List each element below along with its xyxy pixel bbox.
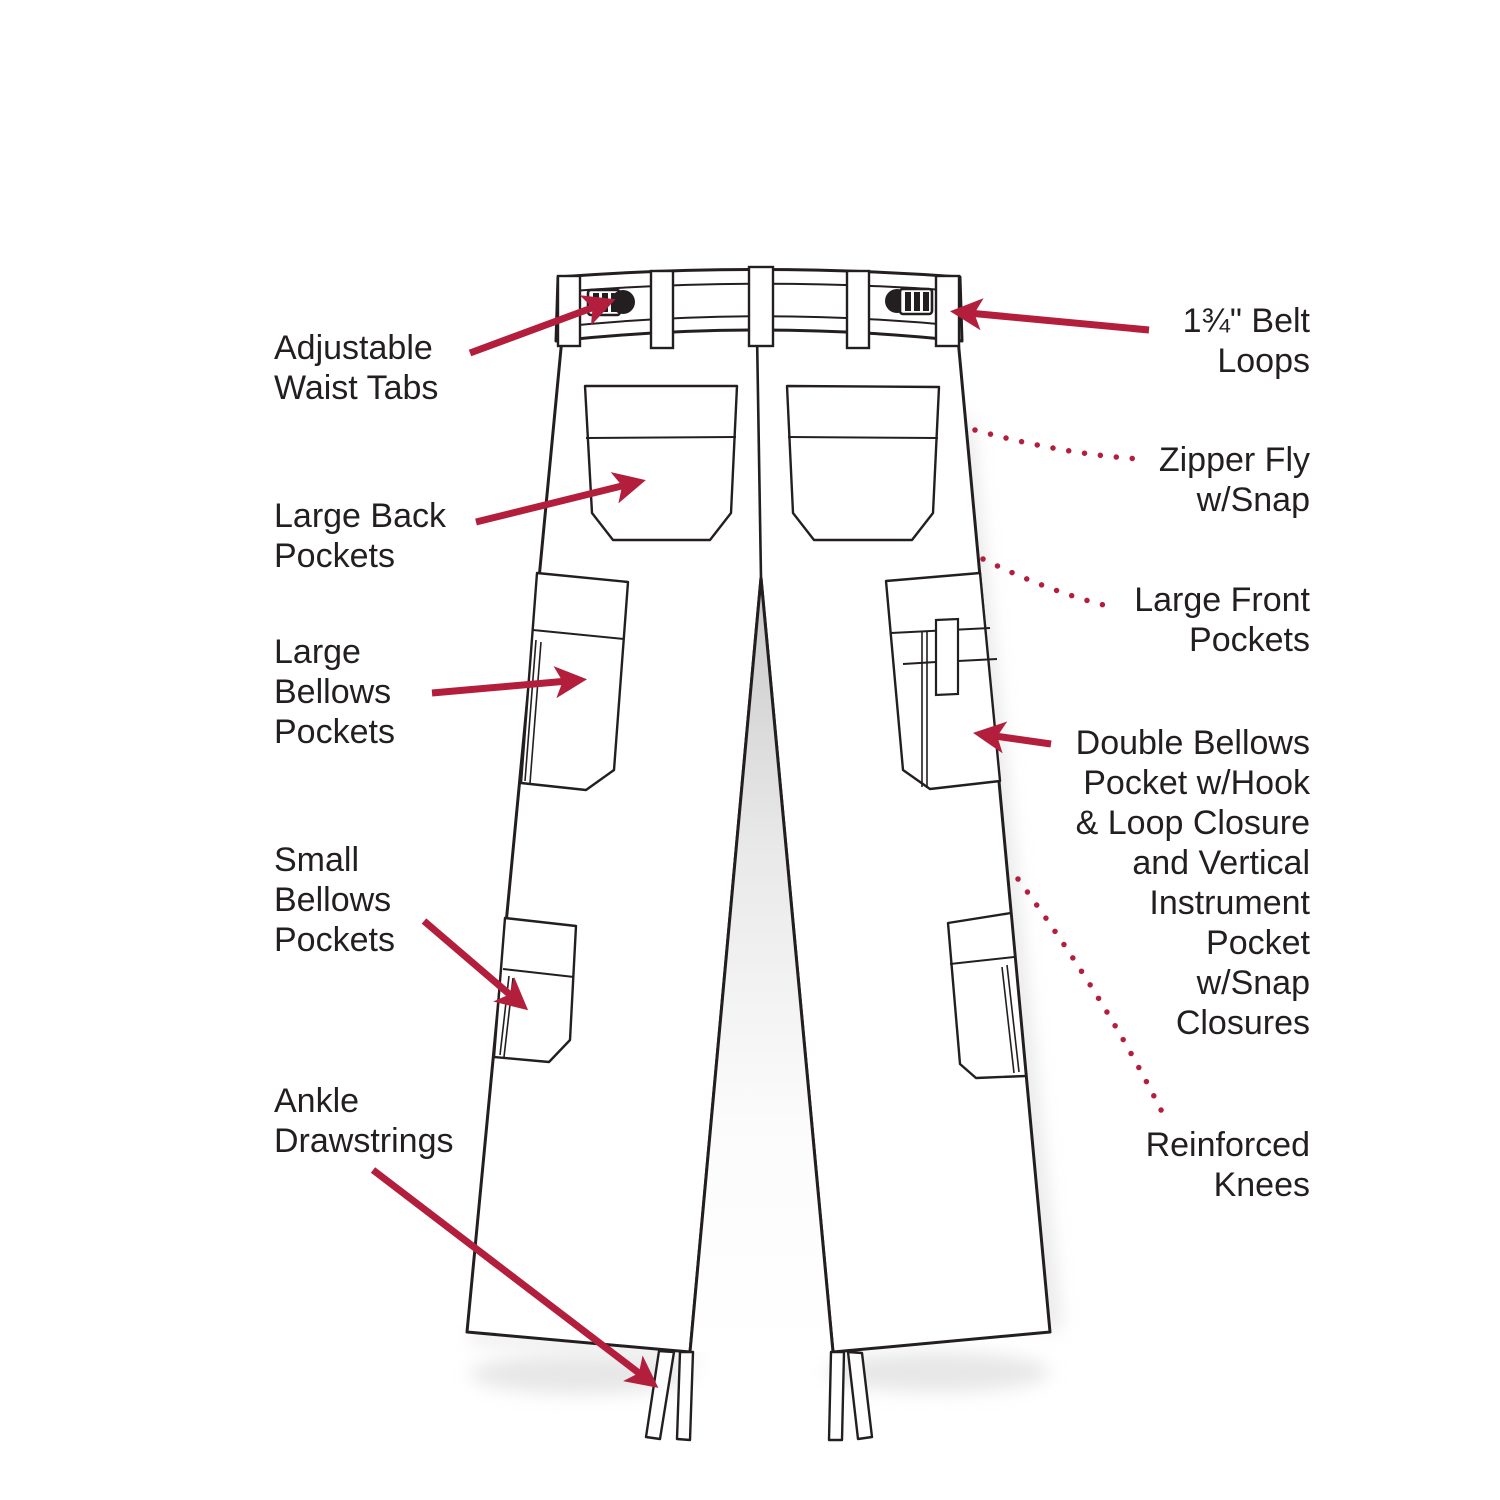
back-pocket-right xyxy=(785,384,941,542)
back-pocket-left xyxy=(583,384,739,542)
arrow-small-bellows-pockets xyxy=(421,918,529,1011)
waist-tab-left xyxy=(586,288,635,317)
vertical-instrument-pocket xyxy=(934,617,960,697)
dotted-leaders xyxy=(972,427,1168,1121)
callout-arrows xyxy=(370,295,1150,1388)
pants-body xyxy=(465,326,1052,1354)
small-bellows-pocket-right xyxy=(946,911,1028,1080)
center-back-seam xyxy=(755,333,763,579)
belt-loops xyxy=(556,265,961,350)
leader-reinforced-knees xyxy=(1015,876,1168,1121)
label-large-back-pockets: Large Back Pockets xyxy=(274,497,446,575)
label-large-front-pockets: Large Front Pockets xyxy=(1134,581,1310,659)
waist-tab-right xyxy=(885,287,934,316)
label-large-bellows-pockets: Large Bellows Pockets xyxy=(274,633,395,751)
arrow-double-bellows-pocket xyxy=(973,721,1052,754)
label-adjustable-waist-tabs: Adjustable Waist Tabs xyxy=(274,329,439,407)
drawstrings-right xyxy=(827,1350,874,1442)
drawstrings-left xyxy=(644,1349,695,1442)
label-small-bellows-pockets: Small Bellows Pockets xyxy=(274,841,395,959)
arrow-large-bellows-pockets xyxy=(431,666,588,699)
double-bellows-pocket xyxy=(884,571,1002,791)
arrow-belt-loops xyxy=(949,298,1150,334)
arrow-ankle-drawstrings xyxy=(370,1167,659,1388)
small-bellows-pocket-left xyxy=(492,916,578,1064)
label-ankle-drawstrings: Ankle Drawstrings xyxy=(274,1082,454,1160)
waistband xyxy=(554,265,964,350)
label-double-bellows-pocket: Double Bellows Pocket w/Hook & Loop Clos… xyxy=(1075,724,1310,1042)
arrow-large-back-pockets xyxy=(475,472,646,526)
arrow-adjustable-waist-tabs xyxy=(468,295,616,357)
between-legs-shading xyxy=(690,578,833,1352)
label-reinforced-knees: Reinforced Knees xyxy=(1145,1126,1310,1204)
leader-large-front-pockets xyxy=(980,556,1115,610)
label-belt-loops: 1¾" Belt Loops xyxy=(1182,302,1310,380)
label-zipper-fly: Zipper Fly w/Snap xyxy=(1158,441,1310,519)
